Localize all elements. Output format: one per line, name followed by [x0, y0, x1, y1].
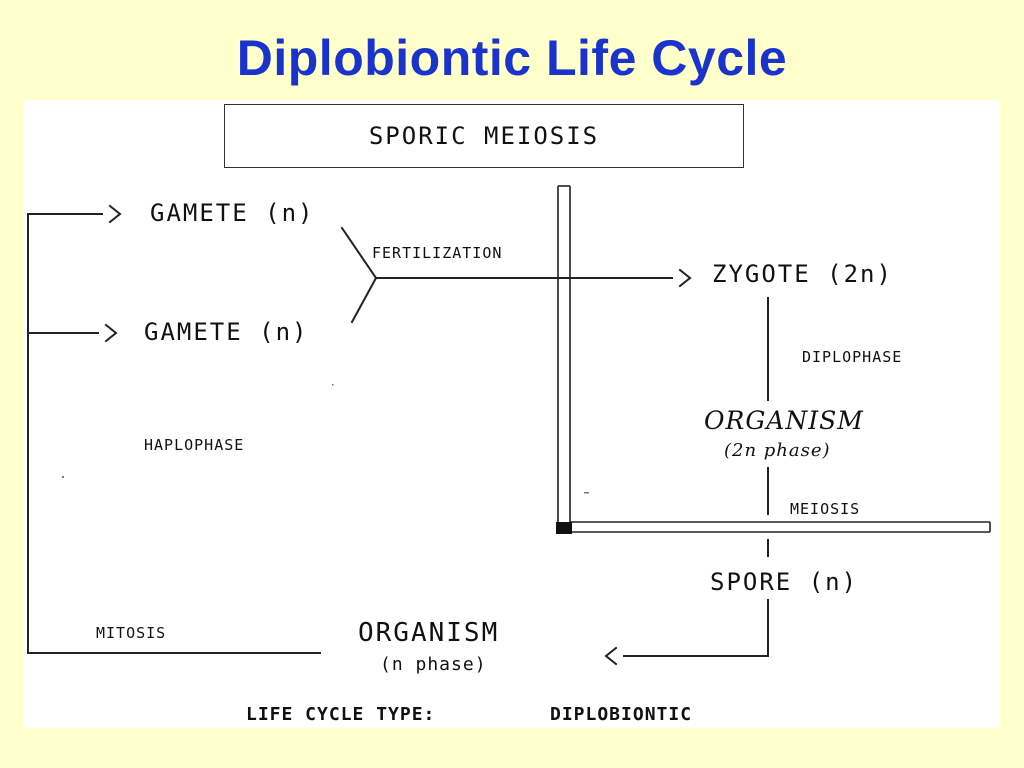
arrowhead-gamete-2 — [104, 323, 118, 343]
life-cycle-type-value: DIPLOBIONTIC — [550, 704, 693, 725]
organism-n-phase-label: (n phase) — [380, 654, 487, 675]
haplophase-label: HAPLOPHASE — [144, 436, 245, 454]
fertilization-label: FERTILIZATION — [372, 244, 503, 262]
organism-2n-phase-label: (2n phase) — [724, 440, 831, 461]
diplophase-label: DIPLOPHASE — [802, 348, 903, 366]
spore-label: SPORE (n) — [710, 568, 859, 596]
sporic-meiosis-box: SPORIC MEIOSIS — [224, 104, 744, 168]
meiosis-label: MEIOSIS — [790, 500, 861, 518]
life-cycle-type-label: LIFE CYCLE TYPE: — [246, 704, 436, 725]
arrowhead-zygote — [678, 268, 692, 288]
gamete-1-label: GAMETE (n) — [150, 199, 315, 227]
life-cycle-diagram: SPORIC MEIOSIS GAMETE (n) GAMETE (n) FER… — [24, 100, 1000, 728]
arrowhead-organism-n — [604, 646, 618, 666]
diagram-lines — [27, 185, 991, 666]
gamete-2-label: GAMETE (n) — [144, 318, 309, 346]
divider-corner-mark — [556, 522, 572, 534]
organism-2n-label: ORGANISM — [704, 406, 864, 435]
mitosis-label: MITOSIS — [96, 624, 167, 642]
zygote-label: ZYGOTE (2n) — [712, 260, 893, 288]
slide-title: Diplobiontic Life Cycle — [236, 30, 788, 86]
fork-upper — [340, 226, 378, 280]
fork-lower — [350, 276, 378, 324]
arrowhead-gamete-1 — [108, 204, 122, 224]
sporic-meiosis-label: SPORIC MEIOSIS — [368, 122, 600, 150]
organism-n-label: ORGANISM — [358, 618, 500, 648]
